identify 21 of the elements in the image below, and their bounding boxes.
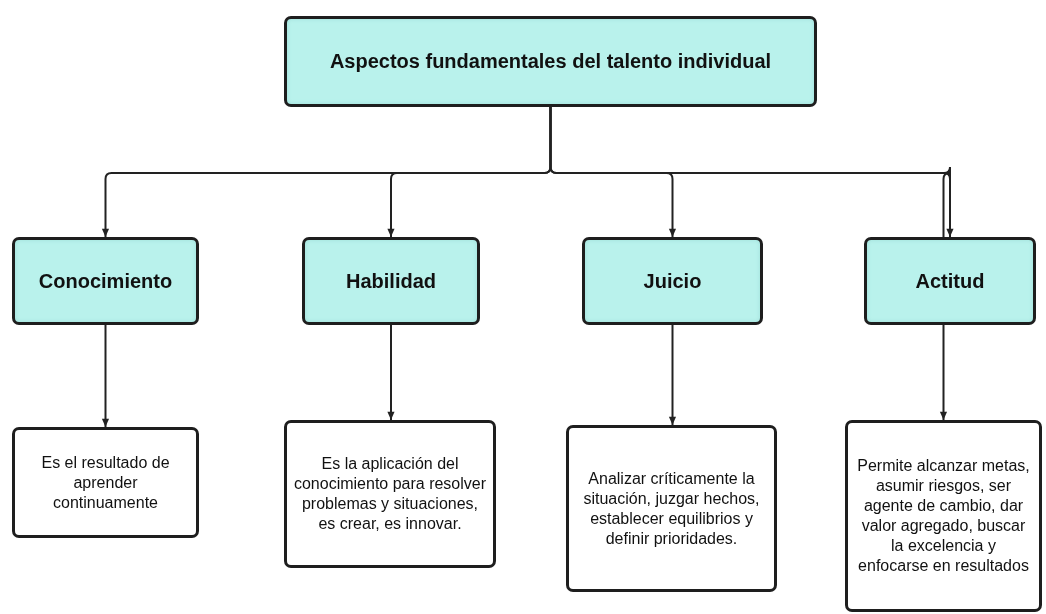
arrow	[668, 324, 677, 426]
description-text: Permite alcanzar metas, asumir riesgos, ser agente de cambio, dar valor agregado, buscar la excelencia y enfocarse en resultados	[856, 456, 1031, 576]
description-box	[566, 425, 777, 592]
box-heading: Aspectos fundamentales del talento individual	[329, 50, 772, 73]
arrow	[101, 324, 110, 428]
description-text: Es la aplicación del conocimiento para resolver problemas y situaciones, es crear, es innovar.	[293, 454, 487, 534]
category-box	[864, 237, 1036, 325]
title-box	[284, 16, 817, 107]
description-text: Es el resultado de aprender continuamente	[40, 452, 171, 513]
box-heading: Juicio	[643, 269, 702, 293]
box-heading: Actitud	[915, 269, 985, 293]
box-heading: Conocimiento	[38, 269, 173, 293]
description-text: Analizar críticamente la situación, juzgar hechos, establecer equilibrios y definir prioridades.	[582, 468, 761, 549]
description-box	[845, 420, 1042, 612]
category-box	[12, 237, 199, 325]
description-box	[12, 427, 199, 538]
arrow	[387, 324, 395, 421]
category-box	[302, 237, 480, 325]
box-heading: Habilidad	[346, 269, 436, 293]
description-box	[284, 420, 496, 568]
category-box	[582, 237, 763, 325]
